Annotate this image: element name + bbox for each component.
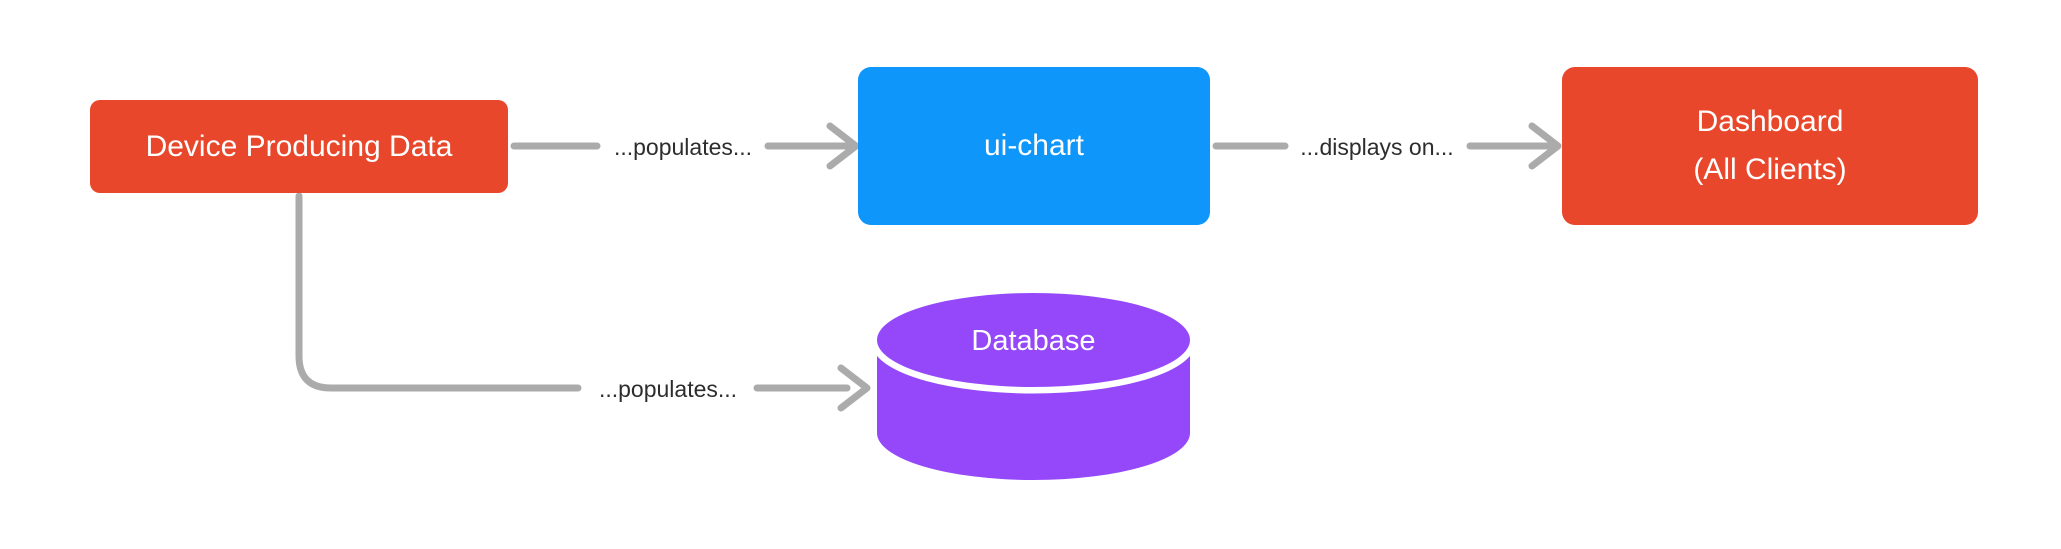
edge-shaft <box>295 192 582 392</box>
edge-ui-chart-to-dashboard: ...displays on... <box>1212 122 1562 170</box>
edge-label-populates-top: ...populates... <box>614 134 752 160</box>
node-dashboard-label-line1: Dashboard <box>1696 105 1844 138</box>
arrowhead-icon <box>1528 122 1562 170</box>
node-device-producing-data: Device Producing Data <box>90 100 508 193</box>
database-cylinder-top <box>877 293 1190 387</box>
edge-label-populates-bottom: ...populates... <box>599 376 737 402</box>
database-cylinder-body <box>877 340 1190 480</box>
node-device-label: Device Producing Data <box>145 129 453 163</box>
node-database-label: Database <box>971 325 1095 357</box>
edge-device-to-database: ...populates... <box>295 192 871 412</box>
node-database-cylinder: Database <box>870 293 1197 480</box>
arrowhead-icon <box>837 364 871 412</box>
node-dashboard-label-line2: (All Clients) <box>1693 153 1847 186</box>
edge-label-displays-on: ...displays on... <box>1300 134 1453 160</box>
node-ui-chart-label: ui-chart <box>983 129 1085 162</box>
edge-device-to-ui-chart: ...populates... <box>510 122 860 170</box>
node-ui-chart: ui-chart <box>858 67 1210 225</box>
node-dashboard: Dashboard (All Clients) <box>1562 67 1978 225</box>
arrowhead-icon <box>826 122 860 170</box>
